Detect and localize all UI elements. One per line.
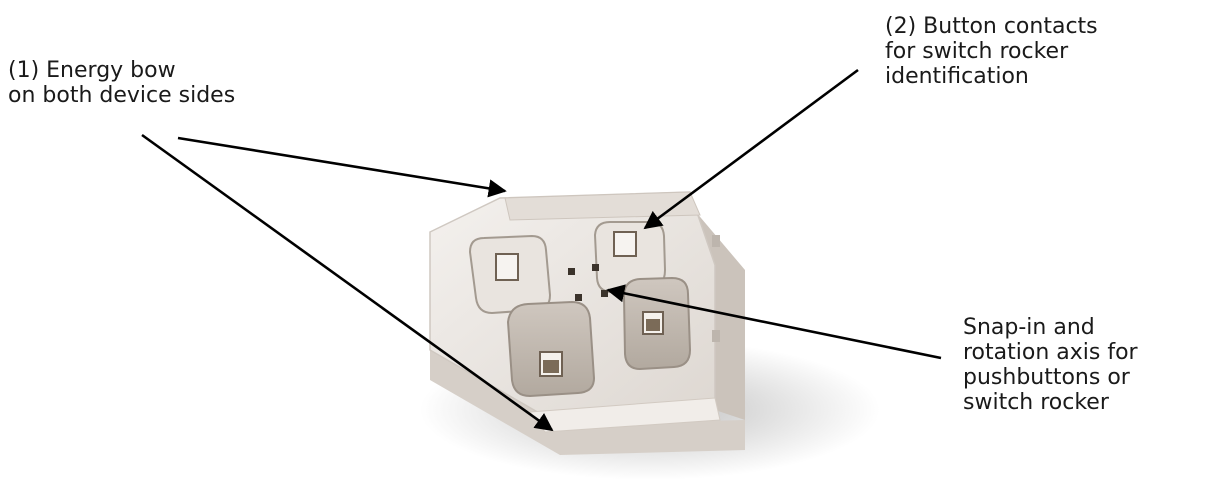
- callout-energy-bow: (1) Energy bow on both device sides: [8, 58, 396, 108]
- arrow-energy-bow-top: [178, 138, 505, 191]
- callout-snap-in-axis: Snap-in and rotation axis for pushbutton…: [963, 315, 1211, 415]
- callout-line: (2) Button contacts: [885, 14, 1217, 39]
- callout-button-contacts: (2) Button contacts for switch rocker id…: [885, 14, 1217, 89]
- callout-line: pushbuttons or: [963, 365, 1211, 390]
- contact-pad-bottom-left: [508, 302, 594, 396]
- arrow-button-contacts: [645, 70, 858, 228]
- contact-pad-top-left: [470, 236, 550, 313]
- callout-line: (1) Energy bow: [8, 58, 396, 83]
- callout-line: rotation axis for: [963, 340, 1211, 365]
- callout-line: identification: [885, 64, 1217, 89]
- callout-line: switch rocker: [963, 390, 1211, 415]
- contact-pad-bottom-right: [624, 278, 690, 369]
- callout-line: Snap-in and: [963, 315, 1211, 340]
- callout-line: on both device sides: [8, 83, 396, 108]
- callout-line: for switch rocker: [885, 39, 1217, 64]
